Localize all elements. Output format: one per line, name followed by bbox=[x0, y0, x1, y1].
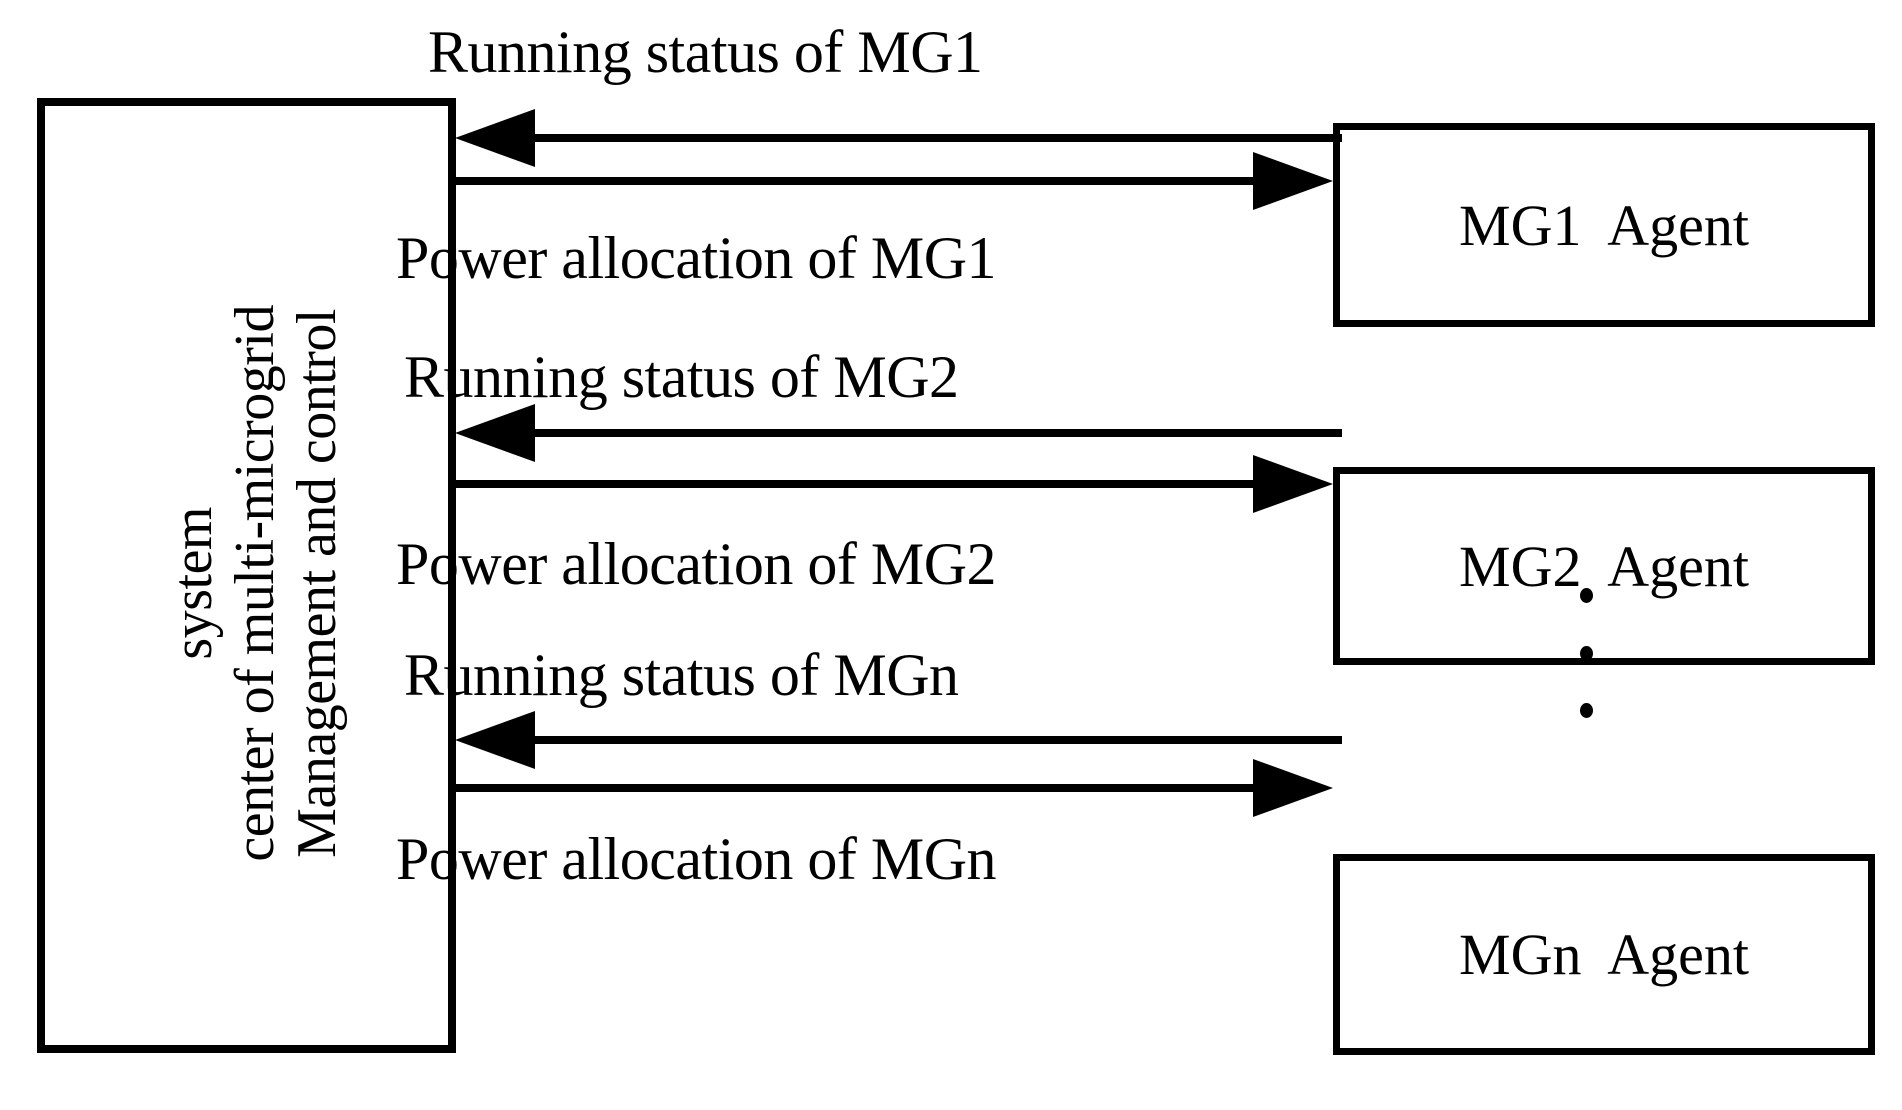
vertical-ellipsis-icon bbox=[1566, 588, 1606, 718]
mgn-agent-label: MGn Agent bbox=[1459, 922, 1749, 987]
mg2-agent-label: MG2 Agent bbox=[1459, 533, 1749, 599]
running-status-mg1-label: Running status of MG1 bbox=[428, 19, 983, 85]
running-status-mg2-arrow-shaft bbox=[532, 429, 1342, 437]
power-allocation-mg1-label: Power allocation of MG1 bbox=[396, 225, 997, 291]
running-status-mg2-label: Running status of MG2 bbox=[404, 344, 959, 410]
center-box-label-line-1: Management and control bbox=[285, 309, 348, 858]
center-box-label-line-2: center of multi-microgrid bbox=[223, 305, 286, 862]
mgn-agent-box: MGn Agent bbox=[1333, 854, 1875, 1055]
power-allocation-mgn-label: Power allocation of MGn bbox=[396, 826, 997, 892]
mg1-agent-box: MG1 Agent bbox=[1333, 123, 1875, 327]
power-allocation-mgn-arrow-shaft bbox=[455, 784, 1255, 792]
ellipsis-dot bbox=[1579, 703, 1593, 718]
power-allocation-mgn-arrowhead-icon bbox=[1253, 759, 1333, 817]
center-box-label-line-3: system bbox=[161, 507, 224, 660]
running-status-mg1-arrowhead-icon bbox=[455, 109, 535, 167]
mg2-agent-box: MG2 Agent bbox=[1333, 467, 1875, 665]
ellipsis-dot bbox=[1579, 645, 1593, 661]
mg1-agent-label: MG1 Agent bbox=[1459, 192, 1749, 258]
running-status-mg1-arrow-shaft bbox=[532, 134, 1342, 142]
power-allocation-mg2-arrowhead-icon bbox=[1253, 455, 1333, 513]
power-allocation-mg2-label: Power allocation of MG2 bbox=[396, 531, 997, 597]
power-allocation-mg1-arrowhead-icon bbox=[1253, 152, 1333, 210]
management-control-center-box: Management and control center of multi-m… bbox=[37, 98, 456, 1053]
running-status-mgn-arrow-shaft bbox=[532, 736, 1342, 744]
running-status-mgn-label: Running status of MGn bbox=[404, 642, 959, 708]
running-status-mgn-arrowhead-icon bbox=[455, 711, 535, 769]
ellipsis-dot bbox=[1579, 588, 1593, 603]
power-allocation-mg1-arrow-shaft bbox=[455, 177, 1255, 185]
power-allocation-mg2-arrow-shaft bbox=[455, 480, 1255, 488]
running-status-mg2-arrowhead-icon bbox=[455, 404, 535, 462]
